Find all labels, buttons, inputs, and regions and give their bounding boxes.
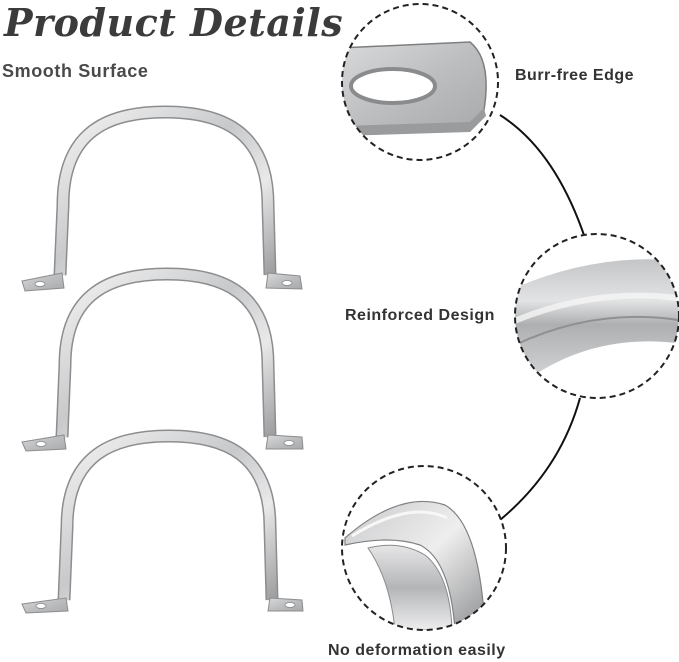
pipe-clamp-1 (21, 105, 303, 292)
callout-no-deformation-label: No deformation easily (328, 642, 506, 659)
connector-line-bottom (499, 397, 581, 521)
detail-circle-border-middle (514, 233, 679, 399)
detail-circle-no-deformation (342, 466, 506, 630)
detail-circle-border-bottom (341, 465, 507, 631)
callout-burr-free-label: Burr-free Edge (515, 67, 635, 84)
pipe-clamp-2 (21, 267, 304, 452)
detail-circle-burr-free (342, 4, 498, 160)
detail-circle-reinforced (515, 234, 679, 398)
page-title: Product Details (4, 0, 344, 45)
page-subtitle: Smooth Surface (2, 61, 149, 81)
pipe-clamp-3 (21, 429, 304, 614)
callout-reinforced-label: Reinforced Design (345, 307, 495, 324)
detail-circle-border-top (341, 3, 499, 161)
connector-line-top (499, 114, 586, 239)
